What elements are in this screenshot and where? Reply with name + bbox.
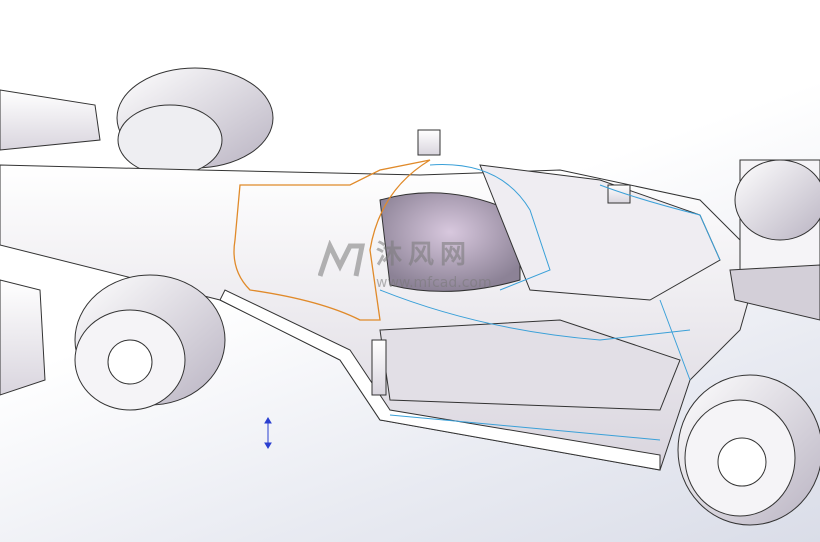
tire-top-right bbox=[734, 159, 820, 241]
mfcad-logo-icon bbox=[318, 240, 366, 277]
front-wing bbox=[0, 89, 101, 151]
blue-edge-highlights bbox=[379, 164, 721, 441]
rear-wing-lower bbox=[729, 264, 820, 321]
front-wing-lower bbox=[0, 279, 46, 396]
watermark-text: 沐风网 www.mfcad.com bbox=[376, 240, 492, 292]
watermark-url: www.mfcad.com bbox=[376, 275, 492, 291]
watermark: 沐风网 www.mfcad.com bbox=[318, 240, 492, 292]
tire-top-left bbox=[116, 67, 274, 176]
axis-triad-icon bbox=[264, 417, 272, 449]
tire-bottom-left bbox=[74, 274, 226, 411]
watermark-title: 沐风网 bbox=[376, 240, 473, 270]
sidepod bbox=[379, 319, 681, 411]
floor bbox=[219, 289, 661, 471]
halo-highlight bbox=[233, 159, 431, 321]
tire-bottom-right bbox=[677, 374, 820, 526]
side-fin bbox=[371, 339, 387, 396]
mirror-left bbox=[417, 129, 441, 156]
